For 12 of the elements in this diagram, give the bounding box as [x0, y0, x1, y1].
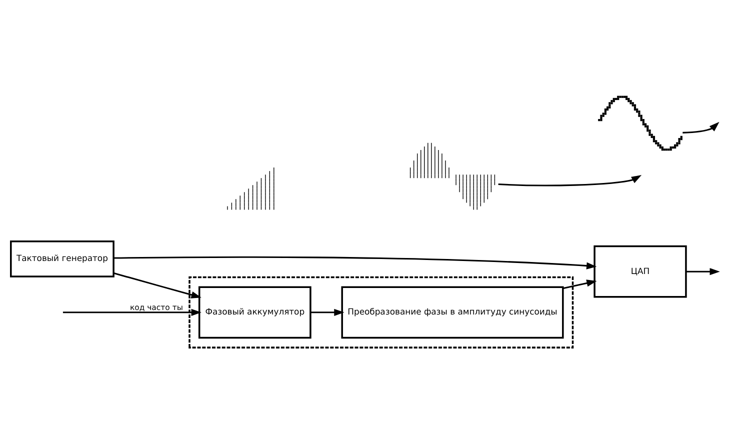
node-box: Тактовый генератор: [10, 240, 114, 277]
arrow: [114, 256, 597, 269]
arrow: [113, 272, 202, 298]
node-box: Преобразование фазы в амплитуду синусоиды: [341, 286, 564, 338]
arrow: [310, 308, 344, 316]
arrow: [562, 279, 597, 289]
arrow: [682, 121, 720, 133]
arrow: [62, 308, 202, 316]
node-box: ЦАП: [594, 244, 687, 298]
node-box: Фазовый аккумулятор: [198, 286, 312, 338]
arrow: [686, 268, 720, 275]
arrow: [498, 174, 642, 186]
